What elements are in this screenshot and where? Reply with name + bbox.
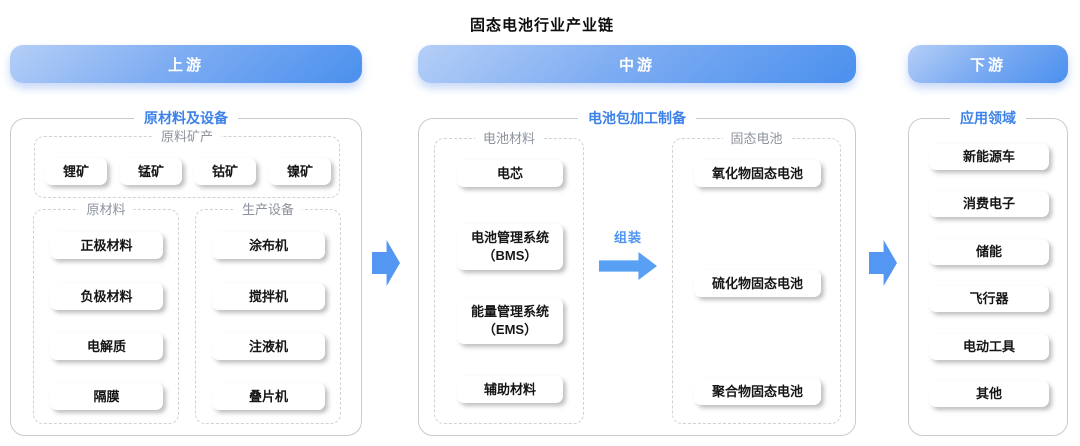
chip-cathode-material: 正极材料 <box>50 232 163 259</box>
chip-bms: 电池管理系统 （BMS） <box>457 224 563 270</box>
chip-ems-line2: （EMS） <box>482 322 538 337</box>
chip-anode-material: 负极材料 <box>50 283 163 310</box>
minerals-group: 原料矿产 锂矿 锰矿 钴矿 镍矿 <box>34 129 340 198</box>
chip-mixer-machine: 搅拌机 <box>212 283 325 310</box>
chip-nickel-ore: 镍矿 <box>269 158 331 185</box>
upstream-box: 原材料及设备 原料矿产 锂矿 锰矿 钴矿 镍矿 原材料 正极材料 负极材料 电解… <box>10 110 362 436</box>
diagram-title: 固态电池行业产业链 <box>470 17 615 34</box>
battery-materials-group-label: 电池材料 <box>474 131 544 146</box>
upstream-box-label: 原材料及设备 <box>134 110 238 127</box>
chip-auxiliary-materials: 辅助材料 <box>457 376 563 403</box>
midstream-banner: 中游 <box>418 45 856 83</box>
raw-materials-group: 原材料 正极材料 负极材料 电解质 隔膜 <box>33 202 179 424</box>
minerals-group-label: 原料矿产 <box>152 129 222 144</box>
solid-state-battery-group: 固态电池 氧化物固态电池 硫化物固态电池 聚合物固态电池 <box>672 131 841 424</box>
chip-coating-machine: 涂布机 <box>212 232 325 259</box>
chip-consumer-electronics: 消费电子 <box>929 191 1049 217</box>
chip-bms-line2: （BMS） <box>482 248 538 263</box>
midstream-box-label: 电池包加工制备 <box>578 110 696 127</box>
chip-energy-storage: 储能 <box>929 239 1049 265</box>
midstream-box: 电池包加工制备 电池材料 电芯 电池管理系统 （BMS） 能量管理系统 （EMS… <box>418 110 856 436</box>
chip-electrolyte: 电解质 <box>50 333 163 360</box>
chip-lithium-ore: 锂矿 <box>45 158 107 185</box>
chip-ems: 能量管理系统 （EMS） <box>457 298 563 344</box>
chip-stacking-machine: 叠片机 <box>212 383 325 410</box>
downstream-banner: 下游 <box>908 45 1068 83</box>
downstream-box: 应用领域 新能源车 消费电子 储能 飞行器 电动工具 其他 <box>908 110 1068 436</box>
upstream-to-midstream-arrow-icon <box>372 240 400 286</box>
battery-materials-group: 电池材料 电芯 电池管理系统 （BMS） 能量管理系统 （EMS） 辅助材料 <box>434 131 584 424</box>
assembly-label: 组装 <box>613 230 642 245</box>
chip-injection-machine: 注液机 <box>212 333 325 360</box>
chip-oxide-solid-battery: 氧化物固态电池 <box>694 160 821 187</box>
chip-manganese-ore: 锰矿 <box>120 158 182 185</box>
chip-aircraft: 飞行器 <box>929 286 1049 312</box>
chip-sulfide-solid-battery: 硫化物固态电池 <box>694 270 821 297</box>
chip-battery-cell: 电芯 <box>457 160 563 187</box>
chip-new-energy-vehicle: 新能源车 <box>929 144 1049 170</box>
chip-polymer-solid-battery: 聚合物固态电池 <box>694 378 821 405</box>
chip-bms-line1: 电池管理系统 <box>470 230 549 246</box>
assembly-flow: 组装 <box>596 227 660 280</box>
equipment-group-label: 生产设备 <box>233 202 303 217</box>
chip-cobalt-ore: 钴矿 <box>194 158 256 185</box>
midstream-to-downstream-arrow-icon <box>869 240 897 286</box>
upstream-banner: 上游 <box>10 45 362 83</box>
assembly-arrow-icon <box>599 252 657 280</box>
downstream-box-label: 应用领域 <box>950 110 1026 127</box>
chip-others: 其他 <box>929 381 1049 407</box>
chip-power-tools: 电动工具 <box>929 334 1049 360</box>
chip-separator: 隔膜 <box>50 383 163 410</box>
chip-ems-line1: 能量管理系统 <box>470 304 549 320</box>
equipment-group: 生产设备 涂布机 搅拌机 注液机 叠片机 <box>195 202 341 424</box>
solid-state-battery-group-label: 固态电池 <box>722 131 791 146</box>
raw-materials-group-label: 原材料 <box>78 202 134 217</box>
